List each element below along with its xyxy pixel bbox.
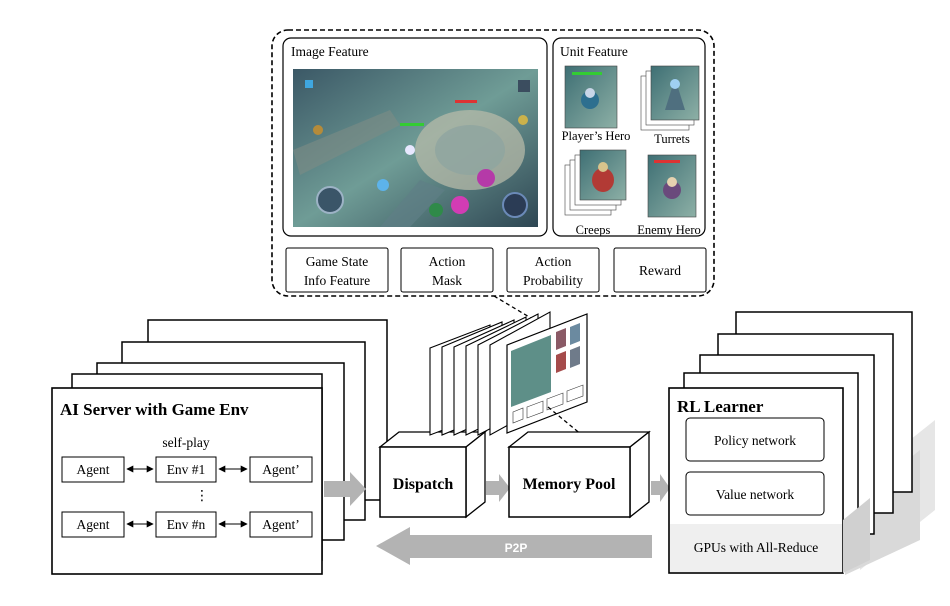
svg-text:Agent’: Agent’ bbox=[262, 462, 300, 477]
dispatch-cube: Dispatch bbox=[378, 430, 487, 519]
gpu-band bbox=[670, 524, 842, 572]
unit-feature-label: Unit Feature bbox=[560, 44, 628, 59]
rl-learner-stack: RL Learner Policy network Value network … bbox=[668, 311, 935, 575]
turrets-thumbnail-stack bbox=[640, 65, 700, 131]
rows-ellipsis: ⋮ bbox=[195, 487, 209, 503]
dispatch-label: Dispatch bbox=[393, 476, 454, 493]
memory-to-learner-arrow bbox=[651, 474, 670, 502]
dispatch-to-memory-arrow bbox=[486, 474, 510, 502]
p2p-arrow: P2P bbox=[376, 527, 652, 565]
svg-text:Agent: Agent bbox=[77, 517, 110, 532]
players-hero-label: Player’s Hero bbox=[562, 129, 631, 143]
ai-server-title: AI Server with Game Env bbox=[60, 400, 249, 419]
ai-server-stack: AI Server with Game Env self-play Agent … bbox=[51, 319, 388, 575]
svg-text:Action: Action bbox=[535, 254, 572, 269]
feature-box-action-mask: Action Mask bbox=[400, 247, 494, 293]
creeps-label: Creeps bbox=[576, 223, 611, 237]
game-screenshot-image bbox=[293, 69, 538, 227]
feature-panel: Image Feature bbox=[271, 29, 715, 297]
svg-text:Reward: Reward bbox=[639, 263, 681, 278]
policy-network-box bbox=[685, 417, 825, 462]
players-hero-thumbnail bbox=[564, 65, 618, 129]
svg-text:Env #n: Env #n bbox=[167, 517, 206, 532]
image-feature-label: Image Feature bbox=[291, 44, 369, 59]
image-feature-box: Image Feature bbox=[282, 37, 548, 237]
p2p-label: P2P bbox=[505, 541, 528, 555]
env-box-n bbox=[155, 511, 217, 538]
svg-text:Env #1: Env #1 bbox=[167, 462, 206, 477]
value-network-label: Value network bbox=[716, 487, 795, 502]
svg-text:Agent: Agent bbox=[77, 462, 110, 477]
server-to-dispatch-arrow bbox=[324, 472, 366, 506]
agent-prime-box-n bbox=[249, 511, 313, 538]
creeps-thumbnail-stack bbox=[564, 149, 627, 216]
rl-learner-title: RL Learner bbox=[677, 397, 764, 416]
feature-box-game-state: Game State Info Feature bbox=[285, 247, 389, 293]
env-box-1 bbox=[155, 456, 217, 483]
turrets-label: Turrets bbox=[654, 132, 690, 146]
enemy-hero-label: Enemy Hero bbox=[637, 223, 701, 237]
memory-pool-label: Memory Pool bbox=[523, 476, 616, 493]
agent-box-1 bbox=[61, 456, 125, 483]
policy-network-label: Policy network bbox=[714, 433, 796, 448]
value-network-box bbox=[685, 471, 825, 516]
unit-feature-box: Unit Feature Player’s Hero Turrets bbox=[552, 37, 706, 237]
svg-text:Mask: Mask bbox=[432, 273, 462, 288]
svg-text:Game State: Game State bbox=[306, 254, 369, 269]
svg-text:Probability: Probability bbox=[523, 273, 583, 288]
svg-text:Info Feature: Info Feature bbox=[304, 273, 370, 288]
feature-box-action-probability: Action Probability bbox=[506, 247, 600, 293]
selfplay-label: self-play bbox=[162, 435, 209, 450]
gpus-label: GPUs with All-Reduce bbox=[694, 540, 819, 555]
sample-stack bbox=[429, 311, 588, 436]
feature-box-reward: Reward bbox=[613, 247, 707, 293]
enemy-hero-thumbnail bbox=[647, 154, 697, 218]
memory-pool-cube: Memory Pool bbox=[507, 430, 651, 519]
agent-prime-box-1 bbox=[249, 456, 313, 483]
svg-text:Action: Action bbox=[429, 254, 466, 269]
agent-box-n bbox=[61, 511, 125, 538]
svg-text:Agent’: Agent’ bbox=[262, 517, 300, 532]
